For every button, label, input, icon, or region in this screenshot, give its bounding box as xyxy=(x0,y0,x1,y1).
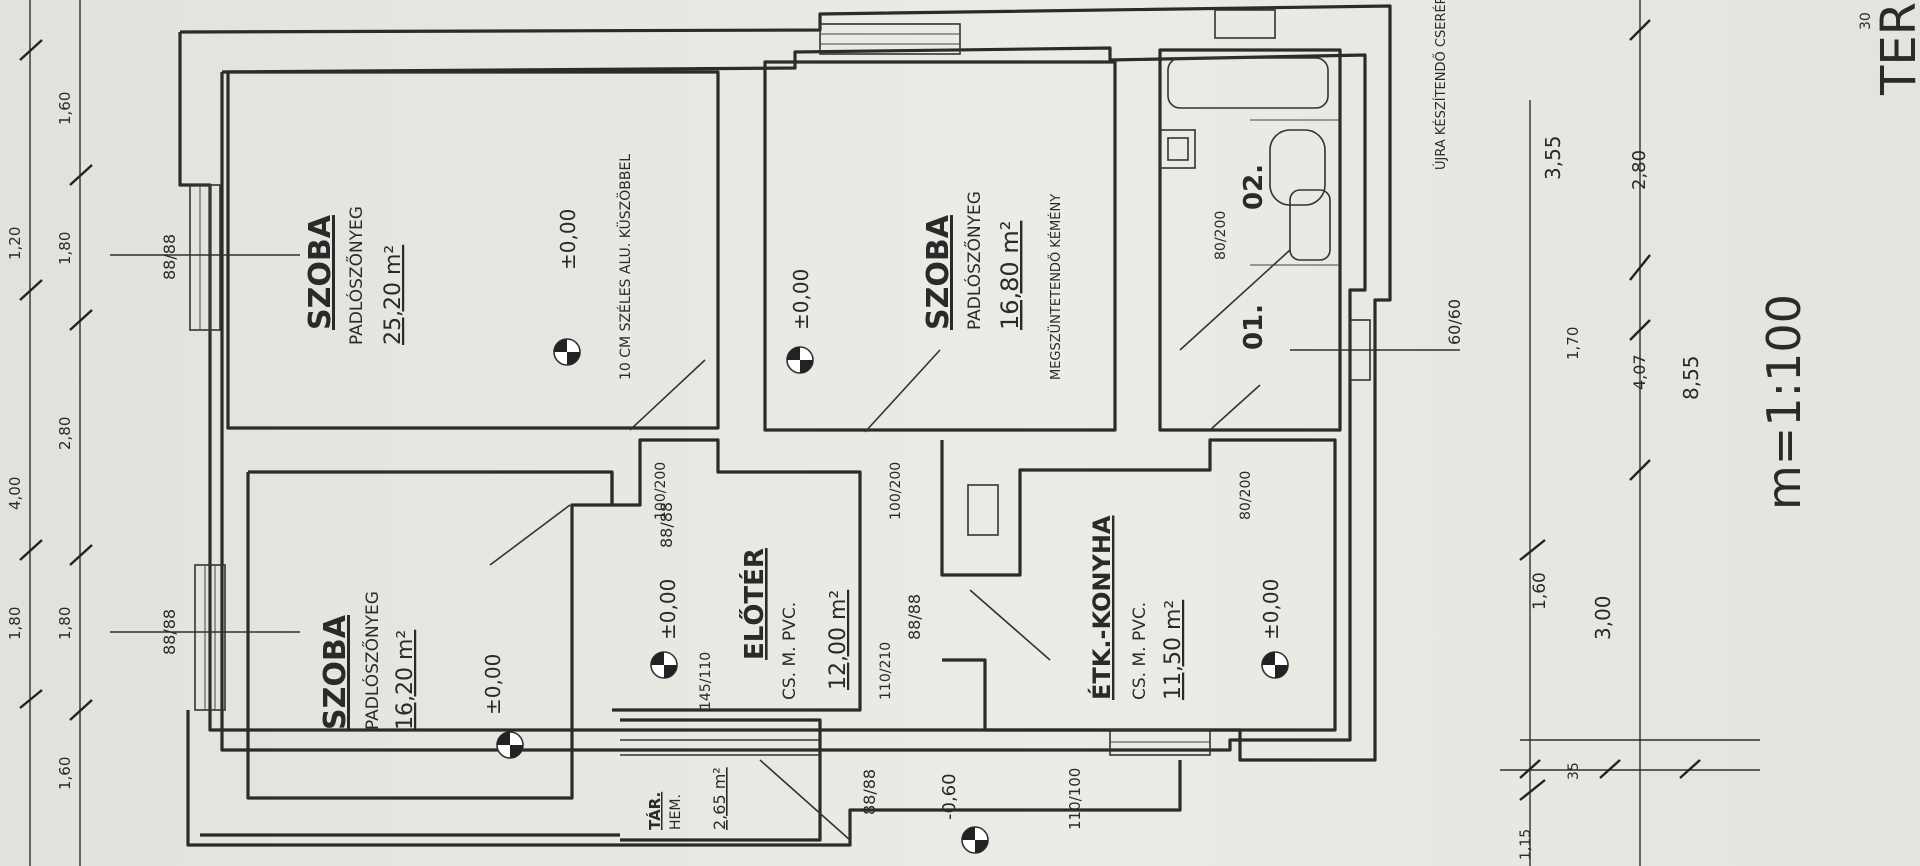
door-labels: 100/200 100/200 80/200 80/200 110/210 14… xyxy=(653,211,1254,710)
level-label: ±0,00 xyxy=(481,654,505,715)
dim-label: 30 xyxy=(1858,12,1874,30)
title-fragment: TER xyxy=(1871,2,1920,96)
dim-label: 35 xyxy=(1566,762,1582,780)
level-marker xyxy=(496,731,524,759)
window-label: 88/88 xyxy=(657,502,676,548)
dim-label: 4,07 xyxy=(1630,354,1649,390)
level-label: ±0,00 xyxy=(556,209,580,270)
room-area: 16,20 m² xyxy=(393,630,418,730)
dim-label: 3,00 xyxy=(1591,595,1615,640)
window-label: 88/88 xyxy=(160,609,179,655)
room-floor: PADLÓSZŐNYEG xyxy=(963,191,985,330)
door-label: 145/110 xyxy=(698,652,714,710)
room-name: ÉTK.-KONYHA xyxy=(1087,515,1116,700)
note-heater: MEGSZÜNTETENDŐ KÉMÉNY xyxy=(1047,194,1064,380)
room-area: 25,20 m² xyxy=(381,245,406,345)
room-outlines xyxy=(226,48,1342,842)
dim-label: 1,60 xyxy=(56,92,74,125)
dim-label: 1,80 xyxy=(6,607,24,640)
dim-label: 1,60 xyxy=(56,757,74,790)
dim-label: 1,70 xyxy=(1564,327,1582,360)
door-label: 80/200 xyxy=(1238,471,1254,520)
outside-level: -0,60 xyxy=(939,773,960,820)
room-area: 12,00 m² xyxy=(826,590,851,690)
level-marker xyxy=(786,346,814,374)
room-name: SZOBA xyxy=(921,214,956,330)
level-marker xyxy=(553,338,581,366)
door-label: 100/200 xyxy=(888,462,904,520)
door-label: 100/200 xyxy=(653,462,669,520)
room-name: SZOBA xyxy=(303,214,338,330)
door-label: 80/200 xyxy=(1213,211,1229,260)
window-label: 88/88 xyxy=(905,594,924,640)
room-area: 11,50 m² xyxy=(1161,600,1186,700)
dim-label: 2,80 xyxy=(56,417,74,450)
room-name: SZOBA xyxy=(318,614,353,730)
bath-label-2: 02. xyxy=(1239,164,1269,210)
room-area: 2,65 m² xyxy=(710,767,729,830)
level-marker xyxy=(1261,651,1289,679)
room-floor: PADLÓSZŐNYEG xyxy=(345,206,367,345)
level-label: ±0,00 xyxy=(1259,579,1283,640)
dim-label: 8,55 xyxy=(1679,355,1703,400)
note-opening: 10 CM SZÉLES ALU. KÜSZÖBBEL xyxy=(616,154,634,380)
windows xyxy=(189,9,1371,756)
dim-label: 1,60 xyxy=(1530,572,1550,610)
room-floor: PADLÓSZŐNYEG xyxy=(361,591,383,730)
bathroom-fixtures xyxy=(1159,57,1340,266)
room-area: 16,80 m² xyxy=(996,221,1024,330)
window-label: 110/100 xyxy=(1066,768,1084,830)
dim-label: 1,20 xyxy=(6,227,24,260)
dim-label: 1,15 xyxy=(1518,829,1534,860)
level-marker xyxy=(961,826,989,854)
dimension-labels: 1,60 1,80 2,80 1,80 1,80 1,20 4,00 1,60 … xyxy=(6,12,1874,860)
door-swings xyxy=(489,249,1291,841)
dim-label: 4,00 xyxy=(6,477,24,510)
note-vent: ÚJRA KÉSZÍTENDŐ CSERÉPKÁLYHA xyxy=(1433,0,1449,170)
dim-label: 1,80 xyxy=(56,607,74,640)
bath-label-1: 01. xyxy=(1239,304,1269,350)
level-markers xyxy=(496,338,1289,854)
room-name: ELŐTÉR xyxy=(738,548,770,660)
level-marker xyxy=(650,651,678,679)
room-floor: CS. M. PVC. xyxy=(780,602,800,700)
room-floor: CS. M. PVC. xyxy=(1130,602,1150,700)
dimension-lines xyxy=(19,0,1760,866)
room-labels: SZOBA PADLÓSZŐNYEG 25,20 m² ±0,00 10 CM … xyxy=(303,0,1449,830)
dim-label: 1,80 xyxy=(56,232,74,265)
dim-label: 3,55 xyxy=(1541,135,1565,180)
door-label: 110/210 xyxy=(878,642,894,700)
level-label: ±0,00 xyxy=(789,269,813,330)
scale-label: m=1:100 xyxy=(1757,294,1811,510)
window-labels: 88/88 88/88 88/88 88/88 88/88 110/100 60… xyxy=(160,234,1464,830)
window-label: 60/60 xyxy=(1445,299,1464,345)
window-label: 88/88 xyxy=(160,234,179,280)
level-label: ±0,00 xyxy=(656,579,680,640)
dim-label: 2,80 xyxy=(1629,150,1650,190)
room-floor: HEM. xyxy=(668,794,684,830)
window-label: 88/88 xyxy=(860,769,879,815)
room-name: TÁR. xyxy=(645,792,664,830)
